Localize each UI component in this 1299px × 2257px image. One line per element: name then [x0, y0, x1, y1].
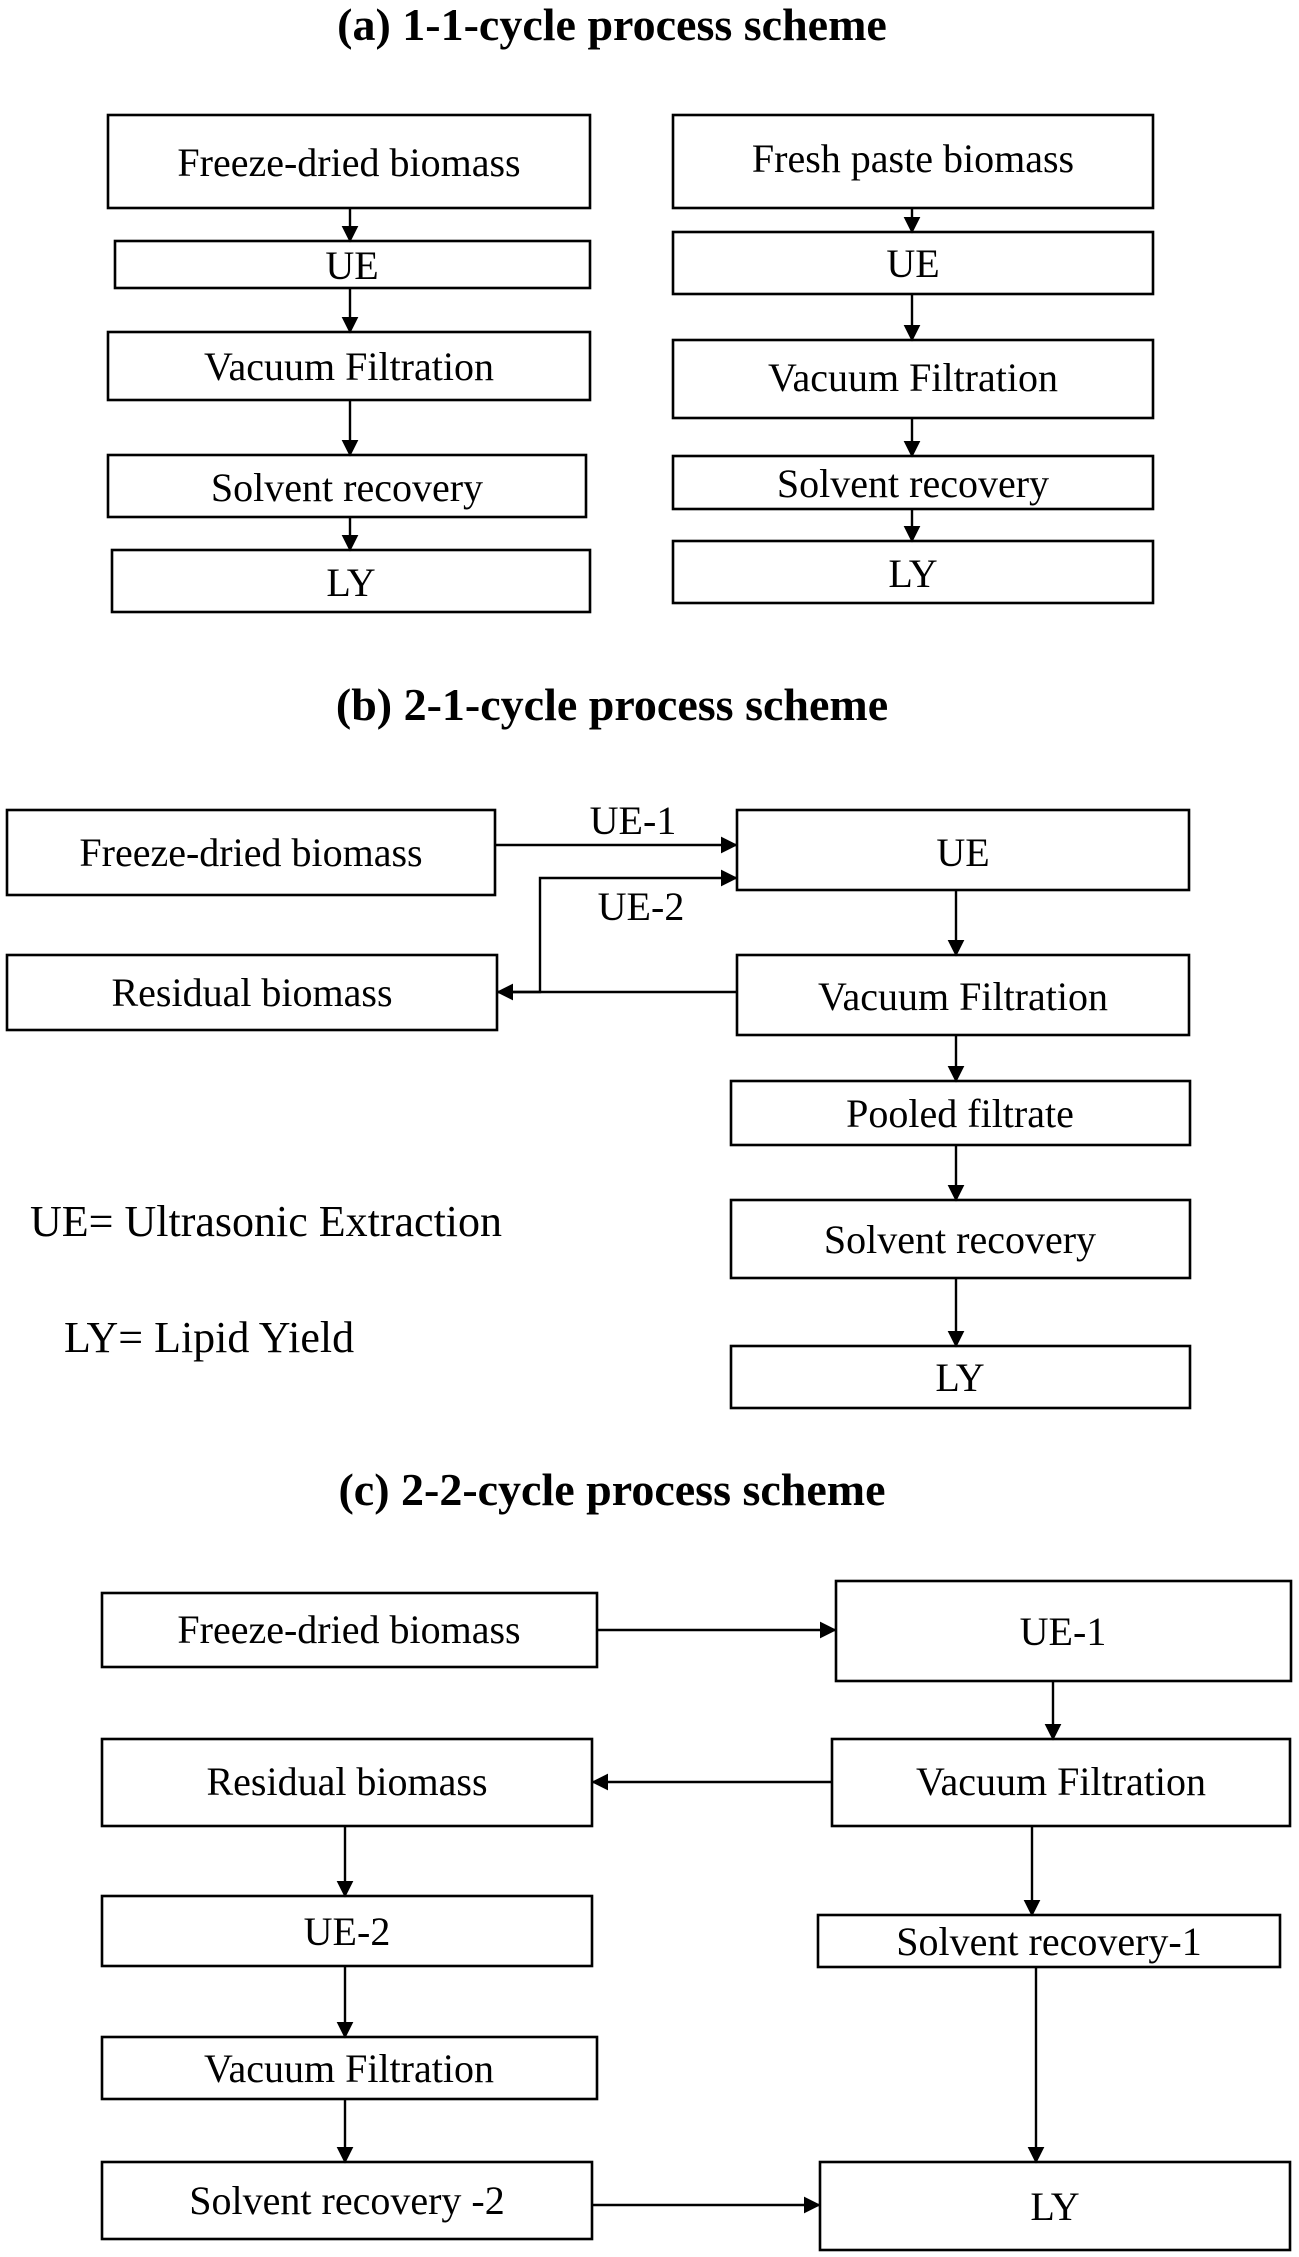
panel-a-right-label-3: Vacuum Filtration: [768, 355, 1058, 400]
panel-a-left-box-4: Solvent recovery: [106, 453, 588, 519]
panel-b-vacuum-box: Vacuum Filtration: [735, 953, 1191, 1037]
panel-c-vacuum-right-box: Vacuum Filtration: [830, 1737, 1292, 1828]
panel-a-right-box-4: Solvent recovery: [671, 454, 1155, 511]
legend-ly: LY= Lipid Yield: [64, 1313, 354, 1362]
panel-a-right-label-4: Solvent recovery: [777, 461, 1049, 506]
panel-b-pooled-box: Pooled filtrate: [729, 1079, 1192, 1147]
panel-b-freeze-dried-box: Freeze-dried biomass: [5, 808, 497, 897]
panel-a-left-label-2: UE: [325, 243, 378, 288]
panel-c-ue2-label: UE-2: [304, 1909, 391, 1954]
panel-b-freeze-dried-label: Freeze-dried biomass: [79, 830, 422, 875]
panel-c-ly-box: LY: [818, 2160, 1292, 2252]
panel-c-residual-label: Residual biomass: [206, 1759, 487, 1804]
panel-c-vacuum-right-label: Vacuum Filtration: [916, 1759, 1206, 1804]
panel-a-right-box-1: Fresh paste biomass: [671, 113, 1155, 210]
panel-b-residual-label: Residual biomass: [111, 970, 392, 1015]
panel-c-vacuum-left-label: Vacuum Filtration: [204, 2046, 494, 2091]
panel-a-right-box-3: Vacuum Filtration: [671, 338, 1155, 420]
panel-a-title: (a) 1-1-cycle process scheme: [337, 0, 887, 50]
panel-b-ue1-label: UE-1: [590, 798, 677, 843]
panel-c-ue2-box: UE-2: [100, 1894, 594, 1968]
panel-b-ue-label: UE: [936, 830, 989, 875]
panel-a-left-box-2: UE: [113, 239, 592, 290]
panel-a-right-box-5: LY: [671, 539, 1155, 605]
panel-a-left-box-1: Freeze-dried biomass: [106, 113, 592, 210]
panel-a-right-label-2: UE: [886, 241, 939, 286]
panel-c-freeze-dried-box: Freeze-dried biomass: [100, 1591, 599, 1669]
panel-b-ly-box: LY: [729, 1344, 1192, 1410]
panel-a-left-label-3: Vacuum Filtration: [204, 344, 494, 389]
panel-a-left-label-5: LY: [326, 560, 375, 605]
panel-a-left-box-3: Vacuum Filtration: [106, 330, 592, 402]
panel-c-solvent2-box: Solvent recovery -2: [100, 2160, 594, 2241]
panel-a-right-label-1: Fresh paste biomass: [752, 136, 1074, 181]
panel-b-ue2-label: UE-2: [598, 884, 685, 929]
panel-c-vacuum-left-box: Vacuum Filtration: [100, 2035, 599, 2101]
panel-c-solvent1-box: Solvent recovery-1: [816, 1913, 1282, 1969]
panel-c-ue1-label: UE-1: [1020, 1609, 1107, 1654]
panel-a-left-box-5: LY: [110, 548, 592, 614]
panel-c-ue1-box: UE-1: [834, 1579, 1293, 1683]
panel-b-ue-box: UE: [735, 808, 1191, 892]
panel-c-residual-box: Residual biomass: [100, 1737, 594, 1828]
panel-b-pooled-label: Pooled filtrate: [846, 1091, 1074, 1136]
panel-c-ly-label: LY: [1030, 2184, 1079, 2229]
panel-c-solvent2-label: Solvent recovery -2: [189, 2178, 504, 2223]
panel-b-ly-label: LY: [935, 1355, 984, 1400]
panel-c-freeze-dried-label: Freeze-dried biomass: [177, 1607, 520, 1652]
panel-b-solvent-label: Solvent recovery: [824, 1217, 1096, 1262]
panel-b-title: (b) 2-1-cycle process scheme: [336, 679, 888, 730]
panel-c-title: (c) 2-2-cycle process scheme: [338, 1464, 885, 1515]
panel-a-left-label-1: Freeze-dried biomass: [177, 140, 520, 185]
panel-a-left-label-4: Solvent recovery: [211, 465, 483, 510]
panel-b-solvent-box: Solvent recovery: [729, 1198, 1192, 1280]
panel-a-right-label-5: LY: [888, 551, 937, 596]
panel-b-residual-box: Residual biomass: [5, 953, 499, 1032]
legend-ue: UE= Ultrasonic Extraction: [30, 1197, 502, 1246]
panel-a-right-box-2: UE: [671, 230, 1155, 296]
panel-c-solvent1-label: Solvent recovery-1: [896, 1919, 1201, 1964]
panel-b-vacuum-label: Vacuum Filtration: [818, 974, 1108, 1019]
